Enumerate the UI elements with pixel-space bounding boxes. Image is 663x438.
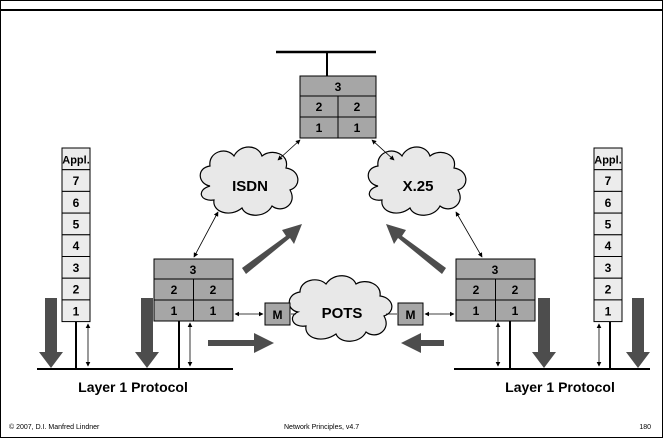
x25-cloud: X.25 — [367, 146, 467, 216]
stack-left-layer-label: Appl. — [62, 154, 90, 166]
router-right-layer2-right-label: 2 — [512, 283, 519, 297]
flow-arrow-down-1 — [39, 298, 63, 368]
router-top: 3 2 2 1 1 — [276, 50, 377, 139]
stack-left-layer-label: 5 — [73, 217, 80, 231]
stack-right-layer-label: 2 — [605, 283, 612, 297]
link-top-to-x25 — [371, 139, 395, 161]
router-left-layer2-left-label: 2 — [171, 283, 178, 297]
link-x25-to-right — [455, 211, 483, 258]
link-isdn-to-left — [193, 211, 219, 258]
flow-arrow-down-4 — [626, 298, 650, 368]
layer1-wires — [37, 321, 650, 370]
router-top-layer2-right-label: 2 — [354, 100, 361, 114]
stack-left-layer-label: 2 — [73, 283, 80, 297]
modem-left-label: M — [273, 308, 283, 322]
stack-left-layer-label: 4 — [73, 239, 80, 253]
router-right-layer1-right-cell — [495, 299, 536, 322]
stack-right-layer-label: 3 — [605, 261, 612, 275]
stack-right-layer-label: Appl. — [594, 154, 622, 166]
stack-right-layer-label: 1 — [605, 304, 612, 318]
flow-arrows — [39, 224, 650, 368]
router-left-layer1-right-label: 1 — [210, 304, 217, 318]
stack-right-layer-label: 7 — [605, 174, 612, 188]
stack-right-layer-label: 4 — [605, 239, 612, 253]
stack-right-layer-label: 5 — [605, 217, 612, 231]
stack-left-layer-label: 1 — [73, 304, 80, 318]
flow-arrow-down-3 — [532, 298, 556, 368]
end-system-left-stack: Appl. 7 6 5 4 3 2 1 — [61, 147, 91, 323]
isdn-cloud: ISDN — [199, 146, 299, 216]
router-top-layer1-right-label: 1 — [354, 121, 361, 135]
router-top-layer1-left-label: 1 — [316, 121, 323, 135]
flow-arrow-right-up — [386, 224, 446, 274]
modem-right: M — [397, 302, 424, 326]
router-right-layer2-left-label: 2 — [473, 283, 480, 297]
flow-arrow-right-left — [401, 333, 444, 353]
router-top-layer3-label: 3 — [335, 80, 342, 94]
stack-right-cell — [593, 299, 623, 323]
layer1-protocol-caption-left: Layer 1 Protocol — [78, 379, 188, 395]
router-left: 3 2 2 1 1 — [153, 258, 234, 322]
pots-cloud-label: POTS — [322, 305, 363, 322]
router-left-layer2-right-label: 2 — [210, 283, 217, 297]
router-left-layer3-label: 3 — [190, 263, 197, 277]
x25-cloud-label: X.25 — [403, 178, 434, 195]
link-arrows — [193, 139, 483, 317]
router-right: 3 2 2 1 1 — [455, 258, 536, 322]
stack-left-layer-label: 7 — [73, 174, 80, 188]
router-left-layer1-left-label: 1 — [171, 304, 178, 318]
pots-cloud: POTS — [288, 275, 393, 342]
stack-left-layer-label: 6 — [73, 196, 80, 210]
flow-arrow-left-up — [242, 224, 302, 274]
router-top-layer1-right-cell — [337, 116, 377, 139]
router-top-layer2-left-label: 2 — [316, 100, 323, 114]
end-system-right-stack: Appl. 7 6 5 4 3 2 1 — [593, 147, 623, 323]
footer-course-title: Network Principles, v4.7 — [284, 424, 360, 431]
stack-right-layer-label: 6 — [605, 196, 612, 210]
link-top-to-isdn — [277, 139, 301, 161]
router-left-layer1-right-cell — [193, 299, 234, 322]
isdn-cloud-label: ISDN — [232, 178, 268, 195]
router-right-layer3-label: 3 — [492, 263, 499, 277]
stack-left-cell — [61, 299, 91, 323]
modem-left: M — [264, 302, 291, 326]
stack-left-layer-label: 3 — [73, 261, 80, 275]
flow-arrow-down-2 — [135, 298, 159, 368]
layer1-protocol-caption-right: Layer 1 Protocol — [505, 379, 615, 395]
title-bar — [0, 0, 663, 11]
footer-page-number: 180 — [639, 424, 651, 431]
footer-copyright: © 2007, D.I. Manfred Lindner — [9, 424, 100, 431]
flow-arrow-left-right — [208, 333, 274, 353]
modem-right-label: M — [406, 308, 416, 322]
router-right-layer1-right-label: 1 — [512, 304, 519, 318]
router-right-layer1-left-label: 1 — [473, 304, 480, 318]
